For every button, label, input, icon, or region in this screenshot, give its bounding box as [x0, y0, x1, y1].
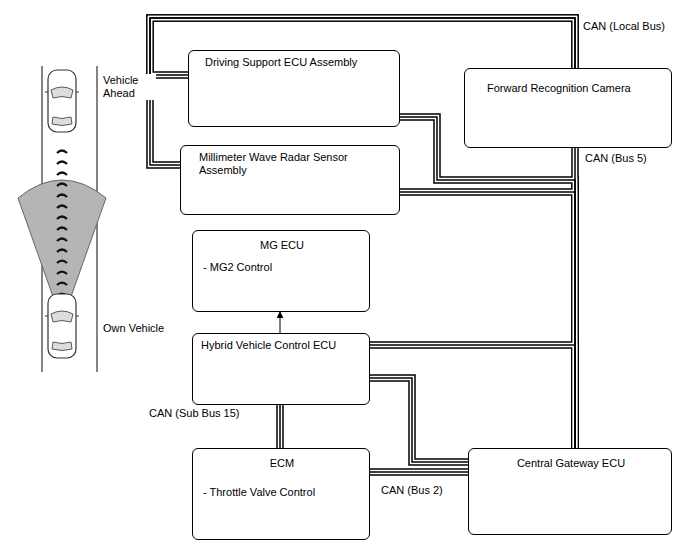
can-bus-line	[276, 405, 284, 448]
bus-label: CAN (Bus 5)	[584, 152, 648, 165]
ecu-box: Driving Support ECU Assembly	[188, 50, 400, 127]
ecu-name: Hybrid Vehicle Control ECU	[201, 339, 361, 352]
can-bus-line	[370, 470, 468, 475]
can-bus-line	[370, 378, 468, 462]
ecu-box: ECM - Throttle Valve Control	[192, 448, 370, 540]
can-bus-line	[400, 117, 575, 448]
ecu-name: ECM	[203, 457, 361, 470]
own-vehicle	[45, 294, 79, 358]
ecu-name: Forward Recognition Camera	[487, 82, 663, 95]
can-bus-line	[370, 345, 575, 448]
radar-wave	[57, 239, 67, 242]
radar-waves	[57, 151, 67, 297]
bus-label: CAN (Local Bus)	[582, 20, 666, 33]
ecu-box: Central Gateway ECU	[468, 448, 672, 535]
can-bus-line	[400, 117, 575, 448]
control-arrow	[280, 312, 281, 333]
ecu-name: Driving Support ECU Assembly	[205, 56, 391, 69]
radar-wave	[57, 195, 67, 198]
vehicle-label: Own Vehicle	[102, 322, 165, 335]
radar-wave	[57, 184, 67, 187]
signal-lines	[280, 312, 281, 333]
ecu-name: MG ECU	[203, 239, 361, 252]
can-bus-line	[370, 468, 468, 476]
ecu-function: - MG2 Control	[203, 261, 361, 274]
radar-wave	[57, 272, 67, 275]
can-bus-line	[278, 405, 283, 448]
can-bus-line	[400, 192, 575, 448]
ecu-name: Central Gateway ECU	[479, 457, 663, 470]
ecu-box: Forward Recognition Camera	[464, 68, 672, 148]
radar-wave	[57, 162, 67, 165]
bus-label: CAN (Bus 2)	[380, 484, 444, 497]
radar-wave	[57, 283, 67, 286]
can-bus-line	[370, 345, 575, 448]
can-bus-line	[400, 192, 575, 448]
radar-wave	[57, 261, 67, 264]
radar-wave	[57, 250, 67, 253]
radar-wave	[57, 151, 67, 154]
radar-wave	[57, 217, 67, 220]
radar-wave	[57, 173, 67, 176]
can-bus-line	[370, 378, 468, 462]
ecu-box: Hybrid Vehicle Control ECU	[192, 333, 370, 405]
ecu-box: Millimeter Wave Radar Sensor Assembly	[180, 145, 400, 215]
bus-label: CAN (Sub Bus 15)	[148, 407, 240, 420]
can-bus-line	[279, 405, 281, 448]
ecu-name: Millimeter Wave Radar Sensor Assembly	[199, 151, 389, 177]
can-bus-line	[400, 192, 575, 448]
can-bus-line	[370, 378, 468, 462]
vehicle-label: Vehicle Ahead	[102, 74, 156, 100]
radar-wave	[57, 228, 67, 231]
can-bus-line	[370, 345, 575, 448]
ecu-function: - Throttle Valve Control	[203, 486, 361, 499]
radar-wave	[57, 206, 67, 209]
vehicle-ahead	[45, 70, 79, 132]
can-bus-line	[400, 117, 575, 448]
can-bus-line	[370, 471, 468, 473]
ecu-box: MG ECU - MG2 Control	[192, 230, 370, 312]
